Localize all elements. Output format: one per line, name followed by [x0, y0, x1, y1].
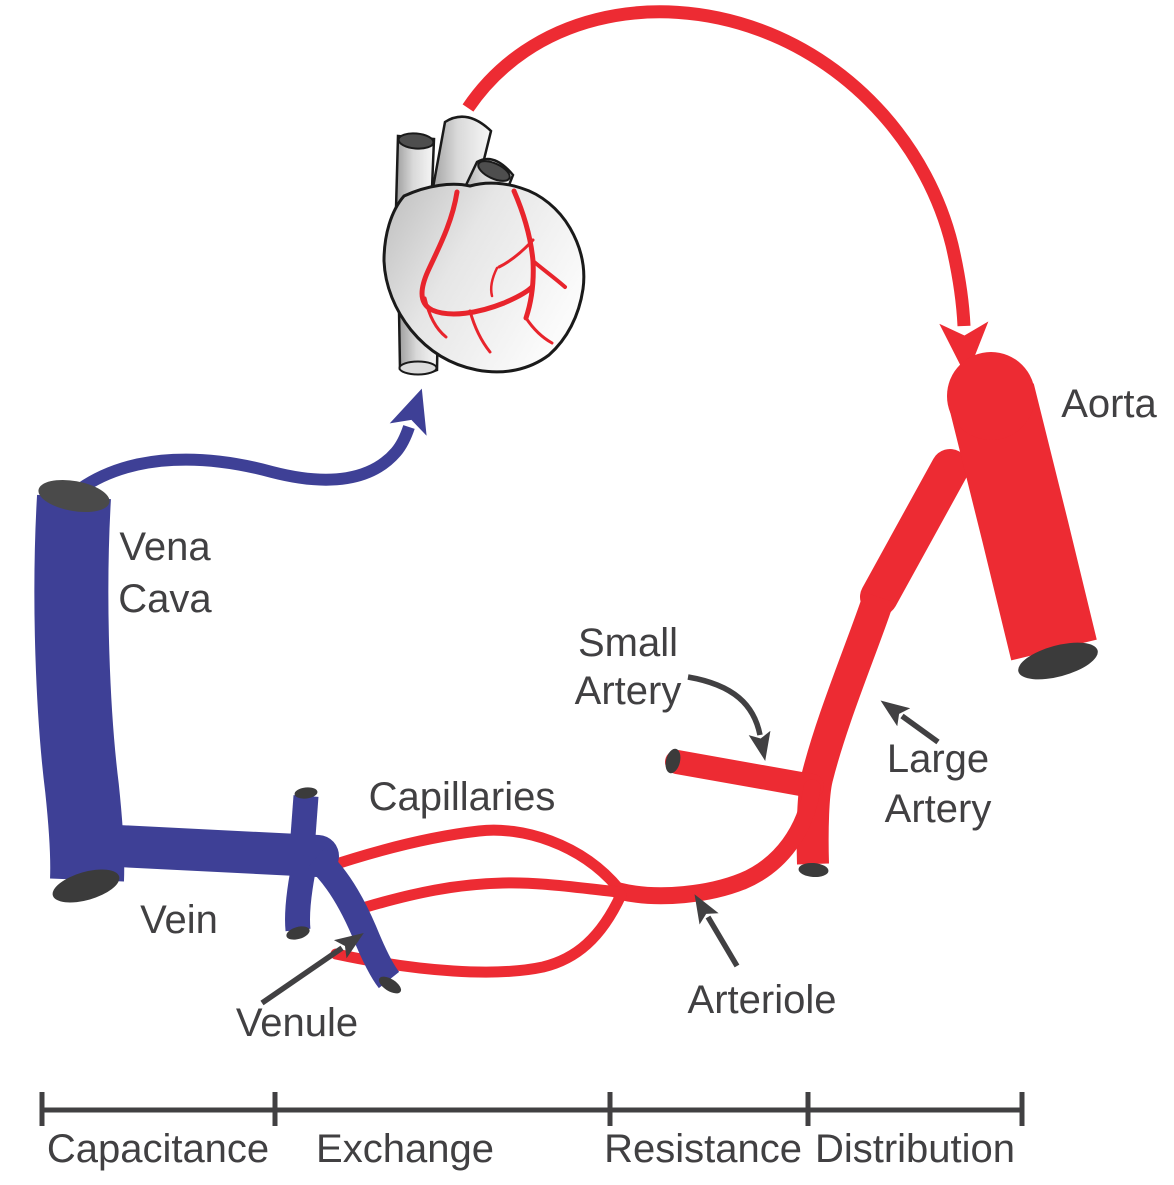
vessel-opening	[477, 160, 511, 182]
aorta-rounded-top	[947, 352, 1035, 440]
vessel-rim	[398, 360, 438, 376]
large-artery-vessel	[796, 591, 895, 878]
axis-label-exchange: Exchange	[316, 1127, 494, 1171]
heart-illustration	[382, 115, 586, 376]
vena-cava-bottom-opening	[52, 869, 120, 903]
aorta-label: Aorta	[1061, 382, 1157, 426]
coronary-arteries	[419, 188, 567, 354]
blue-flow-arrow	[76, 388, 427, 494]
aorta-vessel	[860, 352, 1098, 680]
vein-stub-down-opening	[286, 926, 310, 940]
small-artery-opening	[665, 748, 681, 774]
vein-stub-up-opening	[294, 787, 318, 799]
axis-label-distribution: Distribution	[815, 1127, 1015, 1171]
capillary-upper	[318, 824, 625, 895]
capillary-lower	[330, 889, 627, 978]
venous-vessels	[34, 479, 402, 994]
large-artery-arrow	[880, 700, 940, 745]
small-artery-label-line1: Small	[578, 621, 678, 665]
venule-vessel	[307, 848, 400, 989]
function-axis	[39, 1092, 1025, 1126]
venule-label: Venule	[236, 1001, 358, 1045]
red-flow-arrow	[462, 5, 989, 378]
capillaries-vessels	[318, 824, 627, 978]
arteriole-arrow	[694, 894, 740, 968]
aorta-opening	[1018, 642, 1098, 680]
small-artery-label-line2: Artery	[575, 669, 682, 713]
annotation-arrows	[260, 674, 940, 1006]
large-artery-label-line2: Artery	[885, 787, 992, 831]
small-artery-vessel	[665, 748, 824, 798]
axis-label-capacitance: Capacitance	[47, 1127, 269, 1171]
vessel-opening	[397, 132, 435, 150]
capillary-middle	[360, 877, 625, 913]
vena-cava-vessel	[34, 494, 125, 882]
capillaries-label: Capillaries	[369, 775, 556, 819]
large-artery-label-line1: Large	[887, 737, 989, 781]
venule-opening	[378, 976, 402, 994]
vena-cava-label-line1: Vena	[119, 525, 211, 569]
arteriole-label: Arteriole	[688, 978, 837, 1022]
large-artery-opening	[798, 862, 829, 878]
vein-vessel	[77, 824, 339, 877]
small-artery-arrow	[687, 674, 771, 761]
aorta-branch	[860, 449, 969, 616]
vena-cava-label-line2: Cava	[118, 577, 212, 621]
venule-arrow	[260, 933, 364, 1006]
vein-stub-down	[285, 853, 319, 932]
vein-label: Vein	[140, 898, 218, 942]
arteriole-vessel	[610, 779, 821, 905]
vein-stub-up	[289, 795, 319, 851]
axis-label-resistance: Resistance	[604, 1127, 802, 1171]
vena-cava-top-opening	[38, 479, 110, 513]
